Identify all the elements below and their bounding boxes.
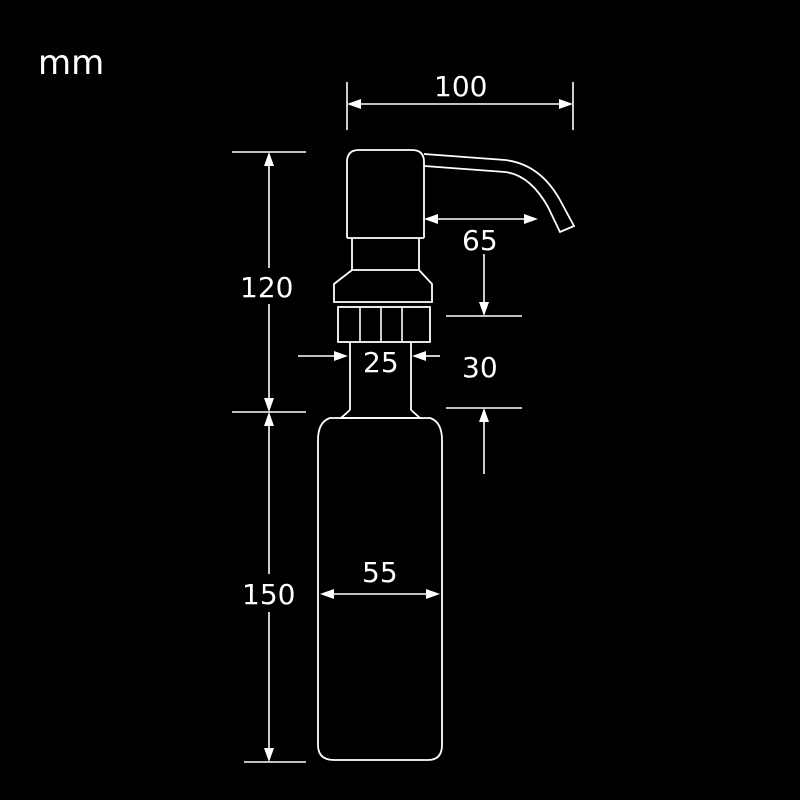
spout-reach-label: 65 <box>462 224 498 257</box>
mount-thickness-label: 30 <box>462 351 498 384</box>
dimension-spout-reach: 65 <box>424 214 538 257</box>
dimension-neck-diameter: 25 <box>298 346 440 379</box>
top-height-label: 120 <box>240 271 293 304</box>
bottle-diameter-label: 55 <box>362 556 398 589</box>
mounting-nut <box>337 306 431 343</box>
dispenser-outline <box>317 149 576 761</box>
top-width-label: 100 <box>434 70 487 103</box>
bottle-height-label: 150 <box>242 578 295 611</box>
neck-diameter-label: 25 <box>363 346 399 379</box>
dimension-mount-thickness: 30 <box>446 254 522 474</box>
dimension-bottle-height: 150 <box>242 412 306 763</box>
pump-spout <box>423 153 576 234</box>
dimension-top-width: 100 <box>346 70 574 130</box>
pump-neck <box>347 237 424 270</box>
dimension-bottle-diameter: 55 <box>320 556 440 599</box>
unit-label: mm <box>38 43 104 83</box>
dimension-top-height: 120 <box>232 151 306 413</box>
bottle <box>317 417 443 761</box>
pump-head <box>346 149 425 238</box>
collar <box>333 269 433 303</box>
